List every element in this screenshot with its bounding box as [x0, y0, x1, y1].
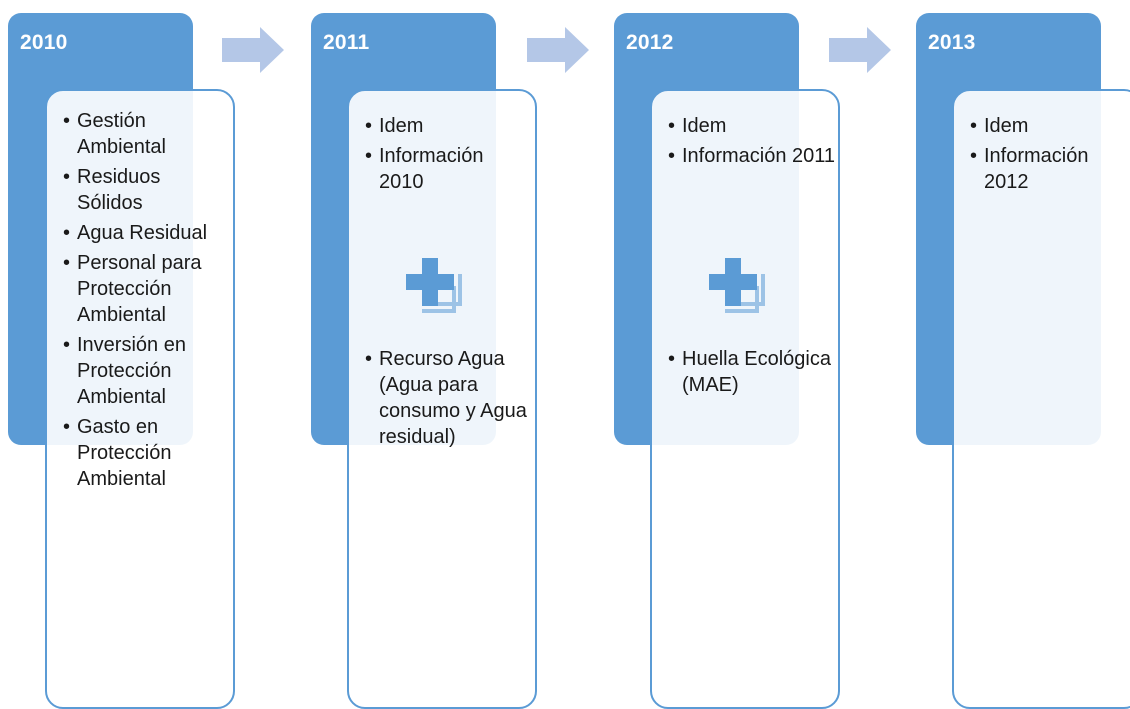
list-item: Personal para Protección Ambiental [63, 250, 231, 328]
bullet-list-top: Idem Información 2010 [365, 113, 533, 199]
bullet-list-top: Idem Información 2012 [970, 113, 1130, 199]
stage-2013: 2013 Idem Información 2012 [0, 0, 1130, 662]
list-item: Recurso Agua (Agua para consumo y Agua r… [365, 346, 533, 450]
stage-2010: 2010 Gestión Ambiental Residuos Sólidos … [0, 0, 300, 709]
list-item: Información 2012 [970, 143, 1130, 195]
list-item: Información 2010 [365, 143, 533, 195]
list-item: Huella Ecológica (MAE) [668, 346, 836, 398]
timeline-diagram: 2010 Gestión Ambiental Residuos Sólidos … [0, 0, 1130, 662]
bullet-list-top: Gestión Ambiental Residuos Sólidos Agua … [63, 108, 231, 496]
bullet-list-bottom: Huella Ecológica (MAE) [668, 346, 836, 402]
list-item: Idem [970, 113, 1130, 139]
list-item: Idem [365, 113, 533, 139]
arrow-right-icon [222, 27, 284, 73]
year-label: 2010 [20, 31, 68, 54]
arrow-right-icon [527, 27, 589, 73]
stage-2011: 2011 Idem Información 2010 Recurso Agua … [0, 0, 600, 709]
bullet-list-top: Idem Información 2011 [668, 113, 836, 173]
arrow-right-icon [829, 27, 891, 73]
content-card: Idem Información 2012 [952, 89, 1130, 709]
list-item: Información 2011 [668, 143, 836, 169]
plus-icon [406, 258, 462, 313]
bullet-list-bottom: Recurso Agua (Agua para consumo y Agua r… [365, 346, 533, 454]
content-card: Gestión Ambiental Residuos Sólidos Agua … [45, 89, 235, 709]
list-item: Idem [668, 113, 836, 139]
list-item: Residuos Sólidos [63, 164, 231, 216]
stage-2012: 2012 Idem Información 2011 Huella Ecológ… [0, 0, 900, 662]
list-item: Inversión en Protección Ambiental [63, 332, 231, 410]
year-label: 2013 [928, 31, 976, 54]
year-label: 2011 [323, 31, 370, 54]
plus-icon [709, 258, 765, 313]
content-card: Idem Información 2010 Recurso Agua (Agua… [347, 89, 537, 709]
year-label: 2012 [626, 31, 674, 54]
list-item: Gestión Ambiental [63, 108, 231, 160]
list-item: Gasto en Protección Ambiental [63, 414, 231, 492]
list-item: Agua Residual [63, 220, 231, 246]
